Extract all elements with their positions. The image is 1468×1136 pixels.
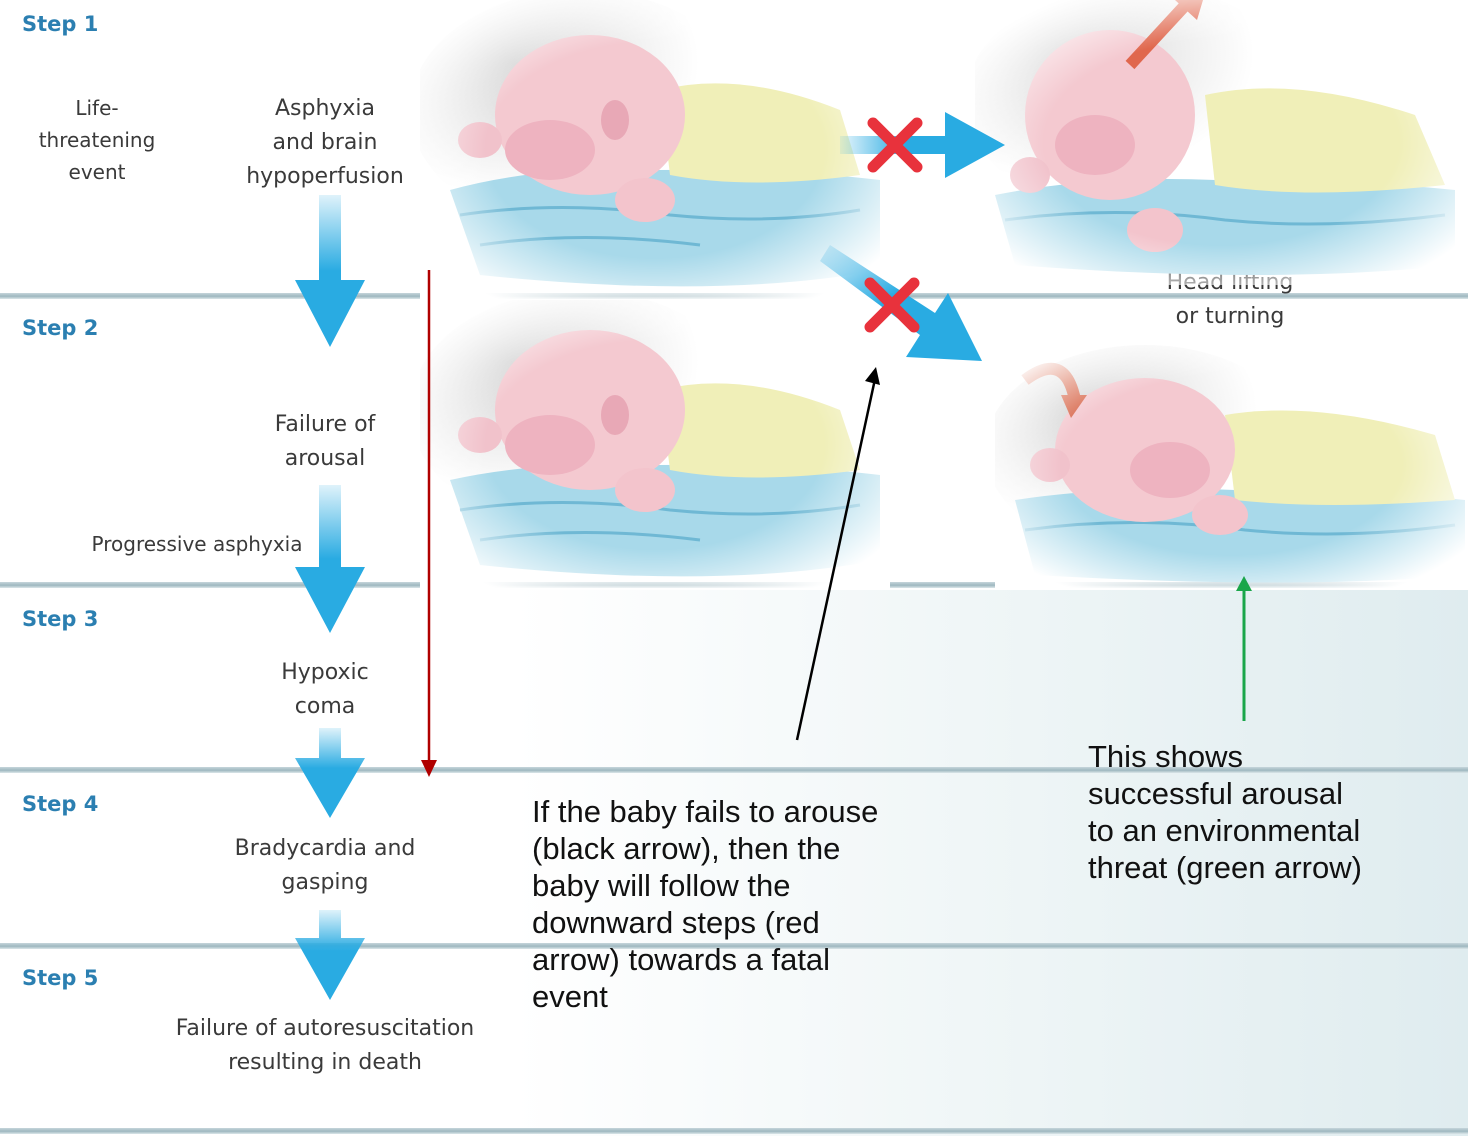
step-3-title: Step 3 [22, 607, 98, 631]
successful-arousal-note: This shows successful arousal to an envi… [1088, 738, 1448, 886]
step-2-title: Step 2 [22, 316, 98, 340]
flow-arrow-1 [295, 195, 365, 350]
failure-autoresuscitation-label: Failure of autoresuscitation resulting i… [140, 1012, 510, 1080]
flow-arrow-4 [295, 910, 365, 1002]
hypoxic-coma-label: Hypoxic coma [230, 656, 420, 724]
black-arrow [785, 365, 885, 745]
failure-of-arousal-label: Failure of arousal [230, 408, 420, 476]
fail-arouse-note: If the baby fails to arouse (black arrow… [532, 793, 972, 1015]
red-downward-arrow [418, 270, 440, 780]
blocked-cross-icon-1 [865, 115, 925, 175]
progressive-asphyxia-label: Progressive asphyxia [72, 527, 322, 561]
asphyxia-label: Asphyxia and brain hypoperfusion [220, 92, 430, 194]
life-threatening-label: Life- threatening event [22, 92, 172, 188]
green-arrow [1233, 575, 1255, 723]
separator-band-5 [0, 1128, 1468, 1134]
flow-arrow-3 [295, 728, 365, 820]
blocked-cross-icon-2 [862, 275, 922, 335]
step-5-title: Step 5 [22, 966, 98, 990]
step-4-title: Step 4 [22, 792, 98, 816]
flow-arrow-2 [295, 485, 365, 635]
baby-head-turning-illustration [995, 340, 1468, 590]
baby-head-lifting-illustration [975, 0, 1468, 285]
bradycardia-label: Bradycardia and gasping [205, 832, 445, 900]
step-1-title: Step 1 [22, 12, 98, 36]
